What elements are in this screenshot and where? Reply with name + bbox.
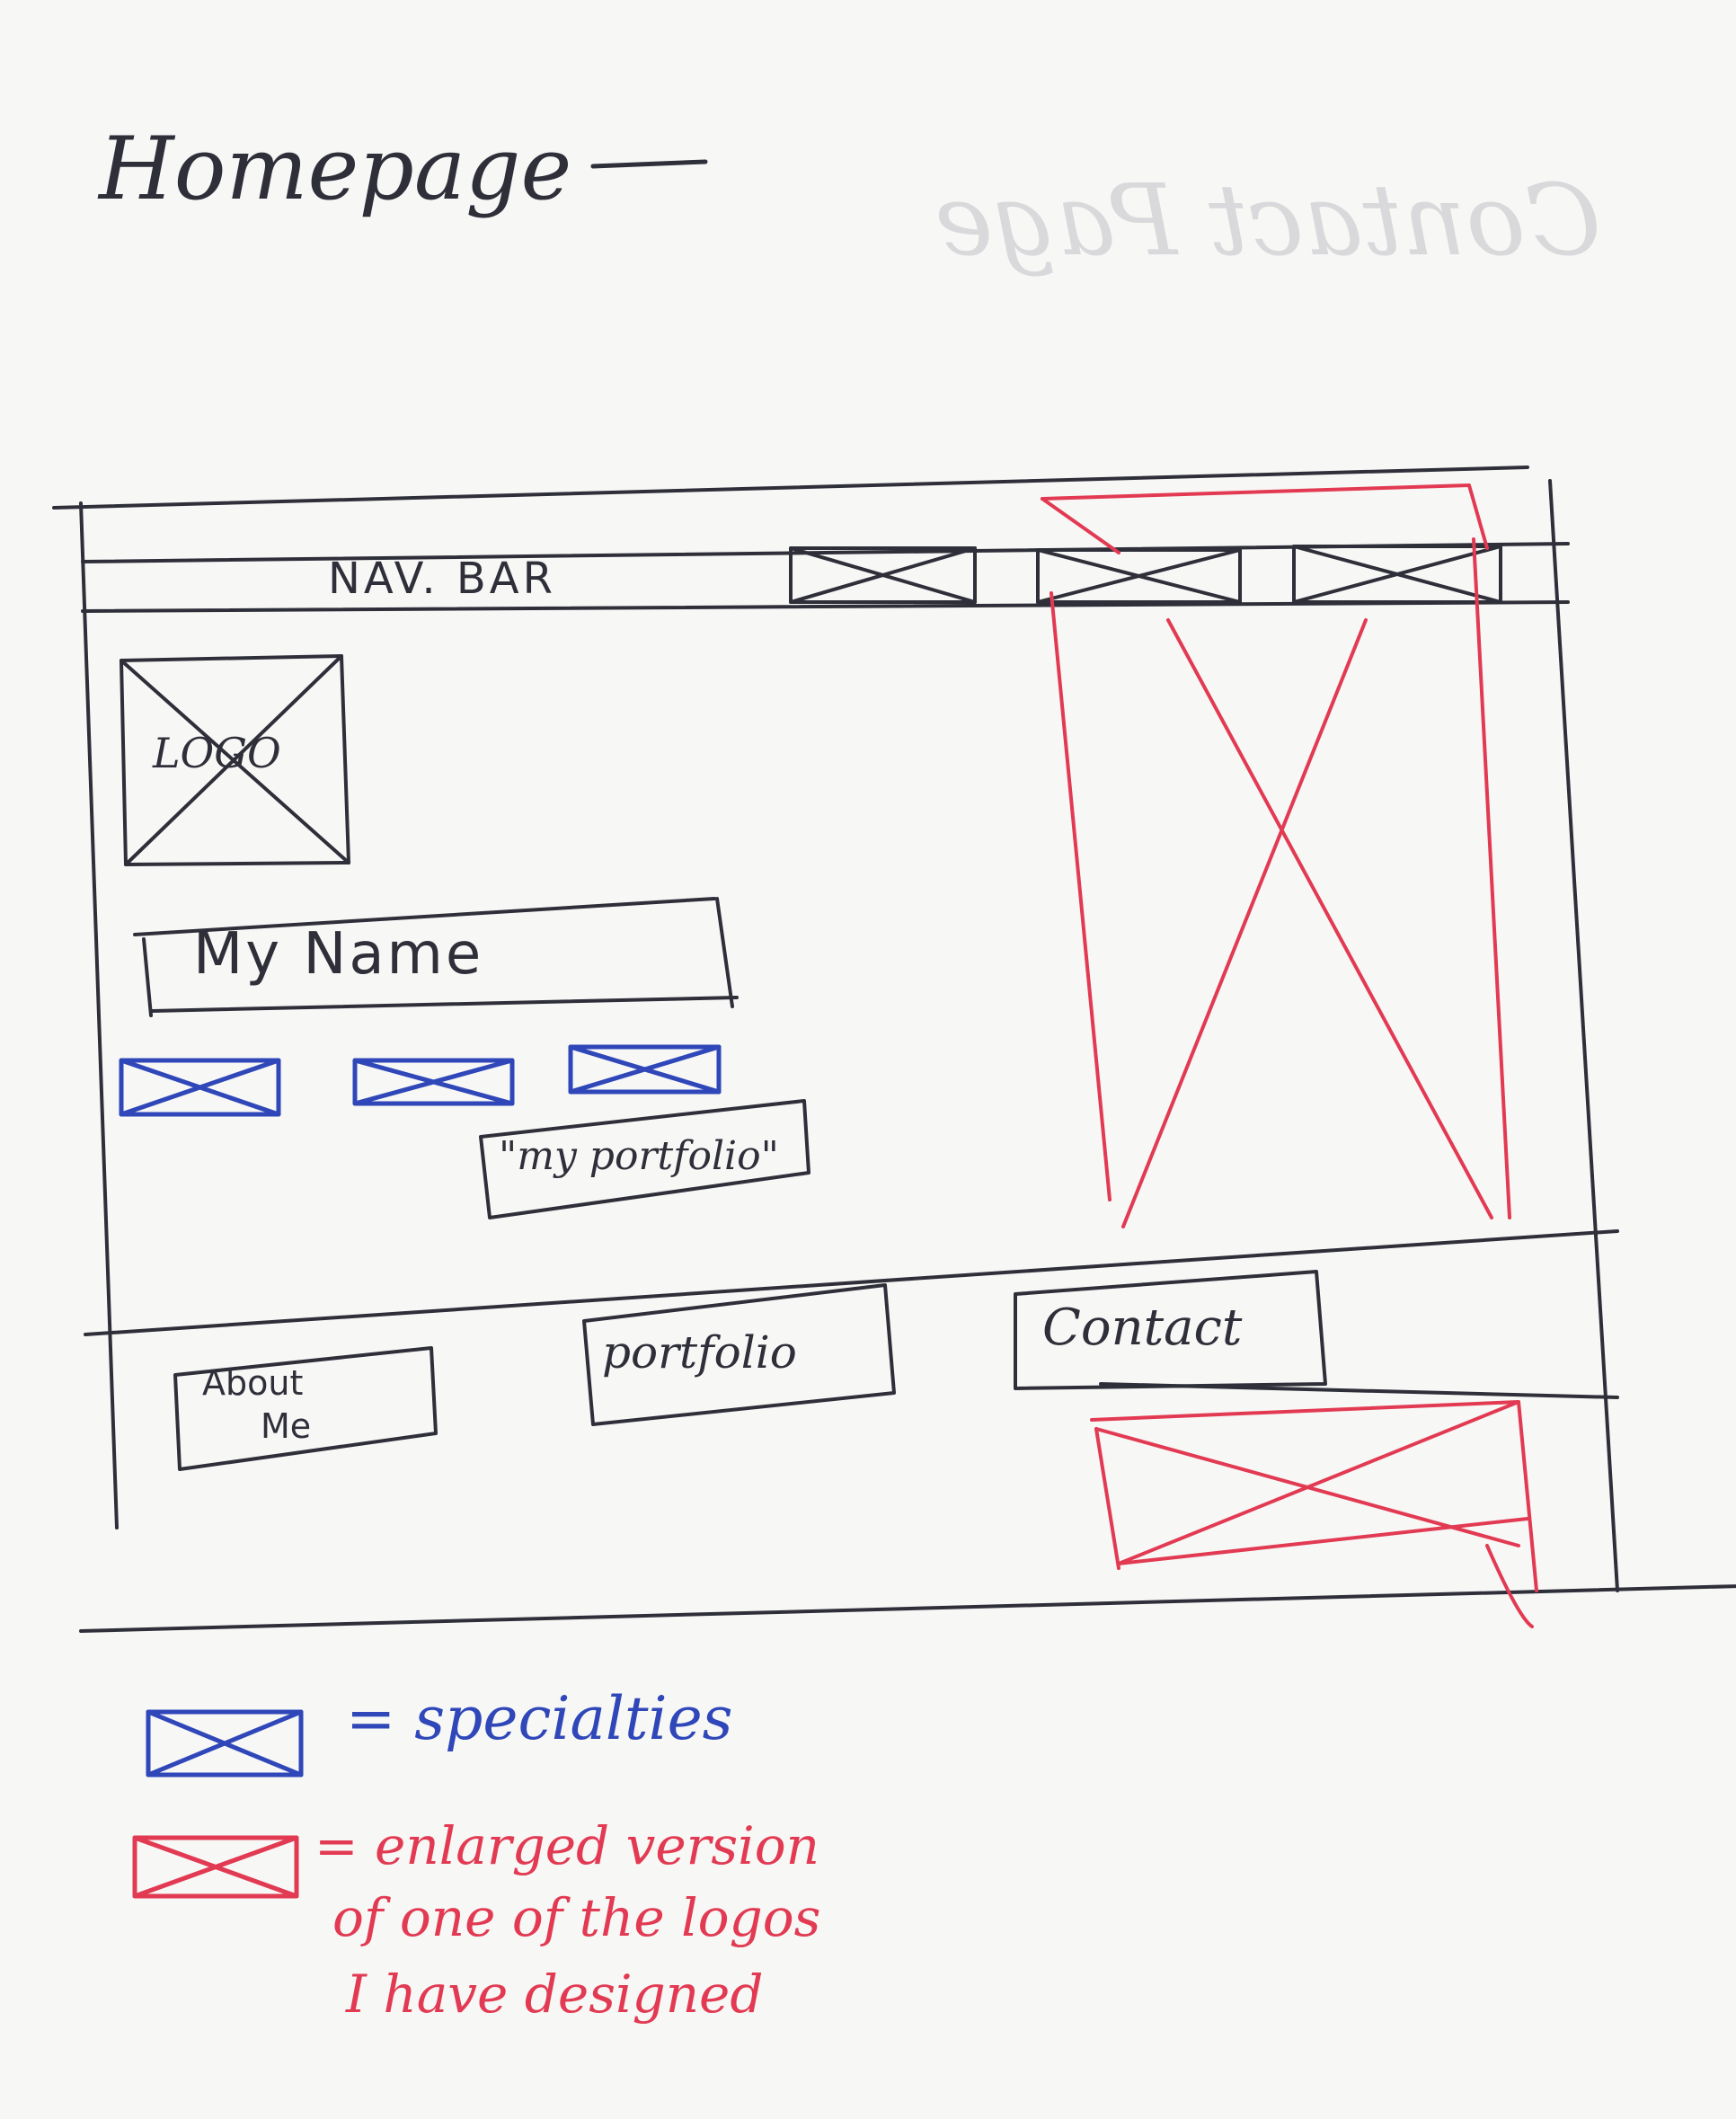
legend-specialties-label: = specialties	[346, 1684, 733, 1753]
legend-blue-swatch	[146, 1709, 304, 1778]
contact-button-label[interactable]: Contact	[1042, 1299, 1243, 1357]
nav-bar-label: NAV. BAR	[328, 554, 556, 604]
logo-placeholder	[120, 654, 350, 866]
about-me-button-line1[interactable]: About	[202, 1363, 304, 1403]
legend-enlarged-line1: = enlarged version	[314, 1815, 819, 1876]
enlarged-logo-tall	[1041, 483, 1511, 1228]
legend-red-swatch	[132, 1835, 299, 1899]
logo-label: LOGO	[153, 729, 281, 777]
name-label: My Name	[193, 921, 484, 988]
browser-frame	[52, 465, 1736, 1633]
specialties-boxes	[119, 1044, 722, 1117]
portfolio-quote-box	[479, 1099, 810, 1219]
legend-enlarged-line2: of one of the logos	[332, 1887, 821, 1948]
title-dash	[590, 159, 708, 169]
legend-enlarged-line3: I have designed	[346, 1964, 764, 2025]
page-title: Homepage	[99, 119, 572, 219]
enlarged-logo-bottom	[1090, 1400, 1538, 1628]
portfolio-quote-label: "my portfolio"	[499, 1133, 779, 1179]
footer-buttons	[173, 1270, 1327, 1471]
about-me-button-line2[interactable]: Me	[261, 1406, 312, 1446]
name-box	[133, 897, 739, 1017]
footer-lines	[84, 1229, 1619, 1399]
portfolio-button-label[interactable]: portfolio	[602, 1326, 797, 1379]
nav-logo-placeholders	[789, 545, 1502, 604]
